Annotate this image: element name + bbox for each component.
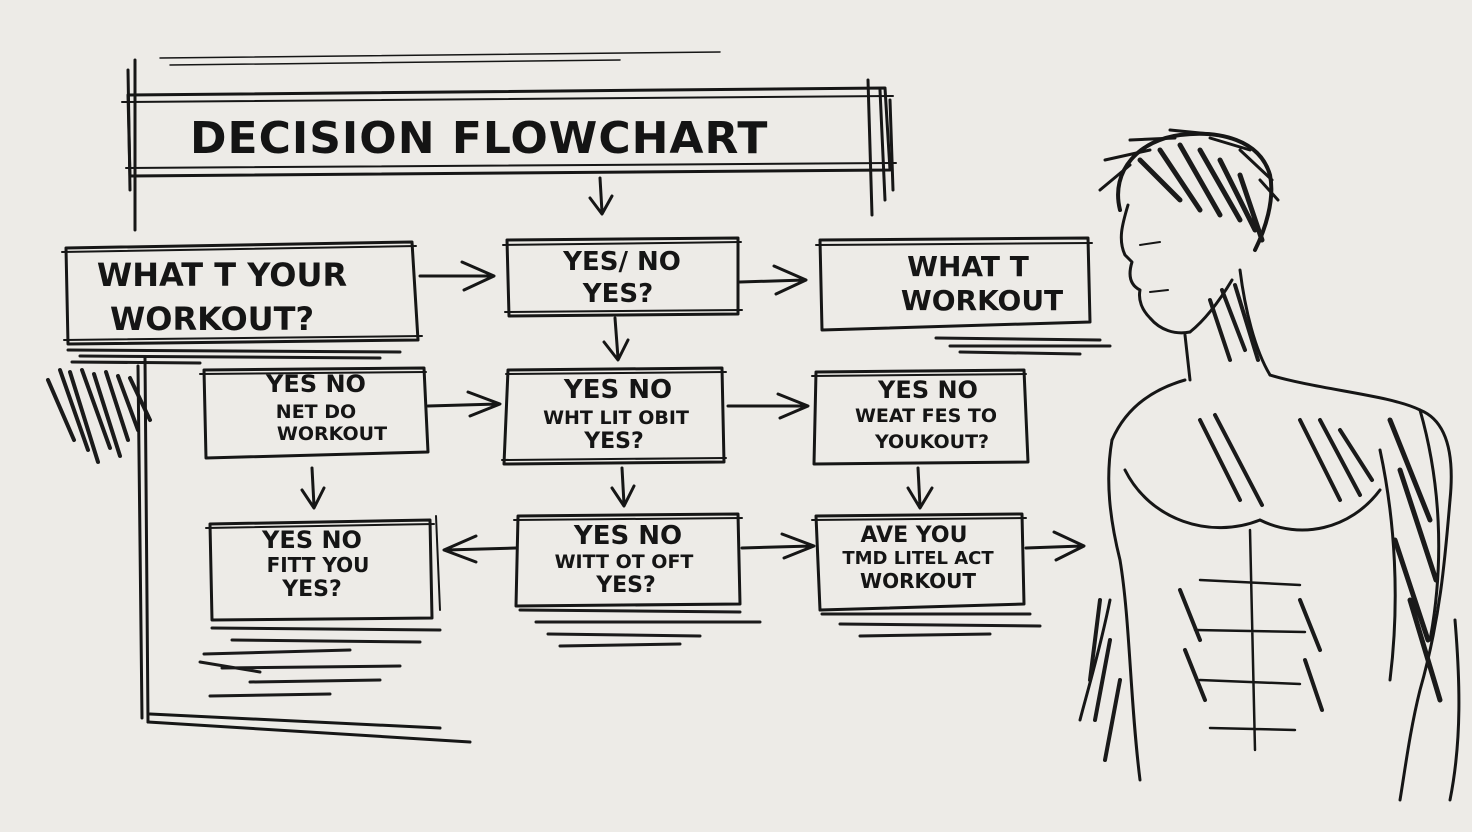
node-n3-line1: WHAT T (907, 250, 1029, 283)
node-n3: WHAT T WORKOUT (815, 236, 1093, 332)
hatch-row1 (46, 336, 1112, 464)
flowchart-title: DECISION FLOWCHART (190, 113, 768, 164)
athlete-illustration (1078, 128, 1461, 802)
arrow-n5-to-n6 (726, 392, 810, 420)
arrow-n8-to-n7 (442, 534, 518, 564)
node-n8-line1: YES NO (573, 521, 682, 551)
node-n5-line1: YES NO (563, 375, 672, 405)
arrow-n4-down (300, 466, 326, 510)
node-n1: WHAT T YOUR WORKOUT? (61, 240, 423, 346)
node-n1-line1: WHAT T YOUR (97, 256, 347, 294)
node-n2-line1: YES/ NO (562, 247, 681, 277)
node-n9: AVE YOU TMD LITEL ACT WORKOUT (811, 512, 1027, 612)
node-n2: YES/ NO YES? (502, 236, 743, 318)
node-n9-line2: TMD LITEL ACT (842, 548, 994, 569)
arrow-n8-to-n9 (740, 532, 816, 560)
node-n4-line1: YES NO (265, 370, 366, 398)
node-n5-line2: WHT LIT OBIT (543, 407, 689, 429)
node-n7-line1: YES NO (261, 526, 362, 554)
node-n2-line2: YES? (582, 279, 653, 309)
arrow-n2-to-n5 (602, 316, 630, 362)
node-n4-line3: WORKOUT (277, 423, 387, 445)
node-n5-line3: YES? (583, 429, 644, 454)
left-spine (136, 356, 472, 744)
node-n3-line2: WORKOUT (901, 284, 1063, 317)
node-n5: YES NO WHT LIT OBIT YES? (501, 366, 727, 466)
node-n7-line3: YES? (281, 577, 342, 602)
node-n1-line2: WORKOUT? (110, 300, 314, 338)
node-n4-line2: NET DO (276, 401, 356, 423)
arrow-n2-to-n3 (738, 264, 808, 296)
arrow-n9-out (1024, 530, 1086, 562)
node-n9-line3: WORKOUT (860, 569, 976, 593)
arrow-n1-to-n2 (418, 260, 496, 292)
node-n8: YES NO WITT OT OFT YES? (513, 512, 743, 608)
hatch-row3 (198, 608, 1042, 698)
node-n6-line1: YES NO (877, 376, 978, 404)
node-n8-line3: YES? (595, 573, 656, 598)
node-n6: YES NO WEAT FES TO YOUKOUT? (811, 368, 1030, 466)
node-n6-line2: WEAT FES TO (855, 405, 997, 427)
node-n7: YES NO FITT YOU YES? (205, 515, 441, 622)
arrow-title-to-n2 (588, 176, 614, 216)
title-box: DECISION FLOWCHART (121, 51, 897, 232)
node-n8-line2: WITT OT OFT (555, 551, 694, 573)
arrow-n5-down (610, 466, 636, 508)
node-n9-line1: AVE YOU (861, 523, 968, 548)
arrow-n6-down (906, 466, 934, 510)
arrow-n4-to-n5 (426, 390, 502, 418)
node-n6-line3: YOUKOUT? (874, 431, 989, 453)
node-n7-line2: FITT YOU (267, 553, 370, 577)
node-n4: YES NO NET DO WORKOUT (199, 366, 430, 460)
